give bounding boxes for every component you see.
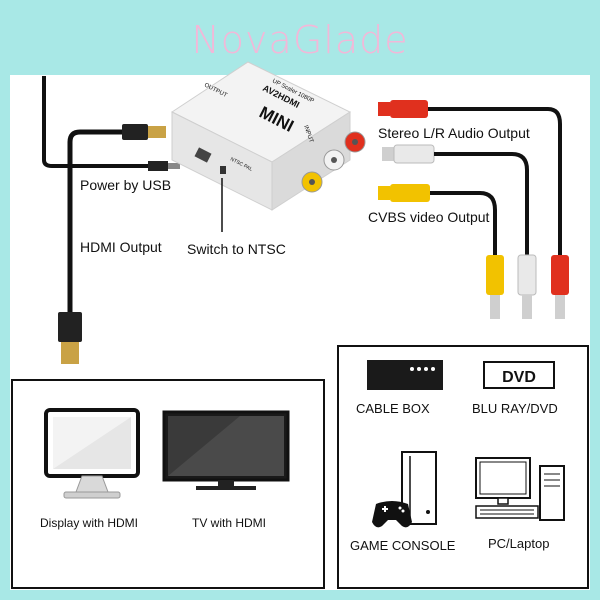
- display-label: Display with HDMI: [40, 516, 138, 530]
- tv-label: TV with HDMI: [192, 516, 266, 530]
- video-label: CVBS video Output: [368, 209, 490, 225]
- usb-power-cable: [42, 76, 180, 171]
- switch-label: Switch to NTSC: [187, 241, 286, 257]
- yellow-plug-icon: [390, 184, 430, 202]
- tv-icon: [162, 410, 290, 490]
- pc-icon: [475, 457, 565, 521]
- game-console-label: GAME CONSOLE: [350, 538, 456, 553]
- red-plug-bottom-icon: [551, 255, 569, 295]
- red-plug-tip: [378, 102, 390, 116]
- power-label: Power by USB: [80, 177, 171, 193]
- ntsc-switch-icon[interactable]: [220, 166, 226, 174]
- red-plug-bottom-pin: [555, 295, 565, 319]
- cable-box-label: CABLE BOX: [356, 401, 430, 416]
- white-plug-bottom-icon: [517, 254, 537, 296]
- dvd-label: BLU RAY/DVD: [472, 401, 558, 416]
- white-plug-tip: [382, 147, 394, 161]
- red-plug-icon: [390, 100, 428, 118]
- usb-plug-icon: [148, 161, 168, 171]
- yellow-plug-bottom-pin: [490, 295, 500, 319]
- rca-yellow-cable: [378, 184, 504, 319]
- frame-left: [0, 0, 10, 600]
- display-box: [11, 379, 325, 589]
- monitor-icon: [44, 408, 140, 499]
- yellow-jack-hole: [309, 179, 315, 185]
- hdmi-cable: [58, 124, 166, 364]
- game-console-icon: [372, 451, 437, 528]
- white-plug-icon: [393, 144, 435, 164]
- frame-top: [0, 0, 600, 75]
- brand-watermark: NovaGlade: [191, 18, 409, 62]
- cable-box-icon: [367, 360, 443, 390]
- pc-label: PC/Laptop: [488, 536, 549, 551]
- hdmi-output-label: HDMI Output: [80, 239, 162, 255]
- white-plug-bottom-pin: [522, 295, 532, 319]
- yellow-plug-tip: [378, 186, 390, 200]
- audio-label: Stereo L/R Audio Output: [378, 125, 530, 141]
- frame-right: [590, 0, 600, 600]
- dvd-icon: DVD: [483, 361, 555, 389]
- frame-bottom: [0, 590, 600, 600]
- hdmi-tip-bottom: [61, 342, 79, 364]
- hdmi-plug-top-icon: [122, 124, 148, 140]
- dvd-badge: DVD: [502, 369, 536, 386]
- white-jack-hole: [331, 157, 337, 163]
- rca-white-cable: [382, 144, 537, 319]
- port-input-label: INPUT: [302, 125, 314, 144]
- red-jack-hole: [352, 139, 358, 145]
- hdmi-plug-bottom-icon: [58, 312, 82, 342]
- usb-port-icon: [194, 147, 212, 163]
- av2hdmi-device: MINI AV2HDMI UP Scaler 1080P OUTPUT INPU…: [171, 61, 366, 211]
- rca-red-cable: [378, 100, 569, 319]
- yellow-plug-bottom-icon: [486, 255, 504, 295]
- usb-tip: [168, 163, 180, 169]
- source-box: [337, 345, 589, 589]
- hdmi-tip-top: [148, 126, 166, 138]
